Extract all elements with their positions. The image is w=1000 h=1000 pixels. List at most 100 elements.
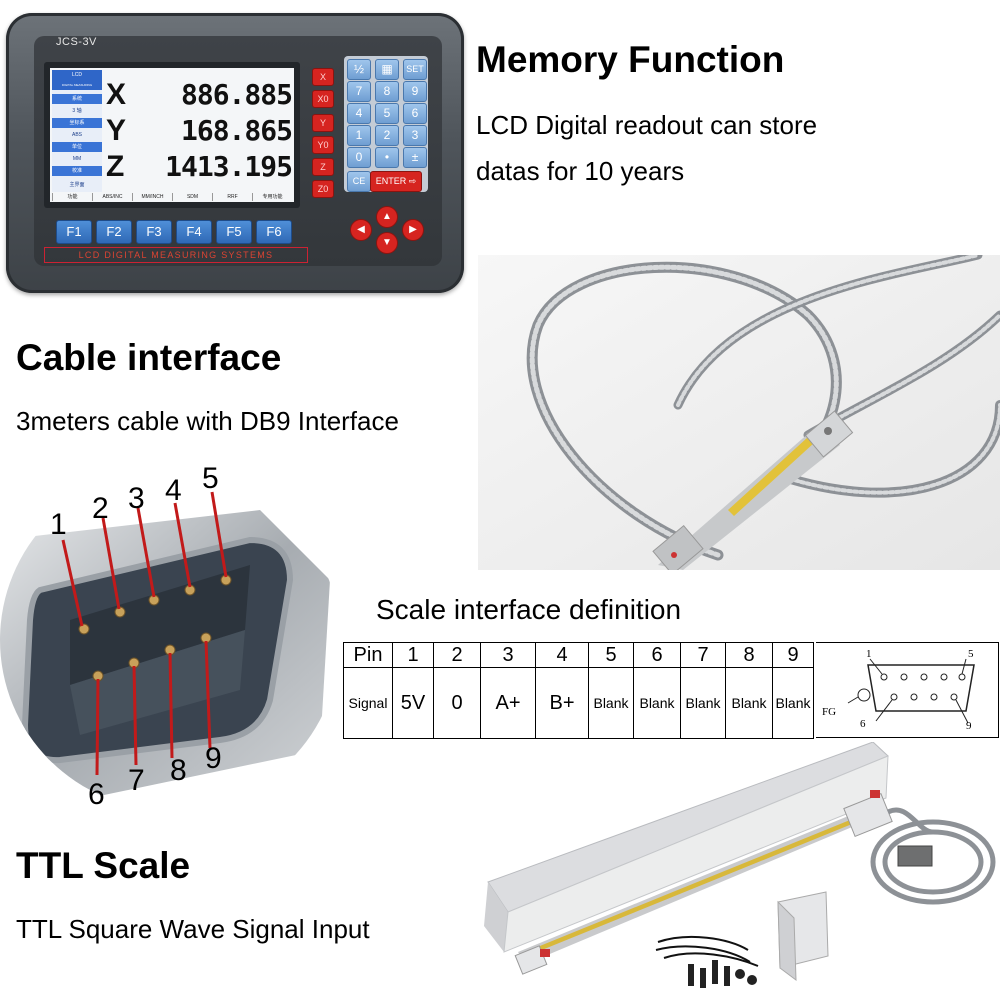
set-key[interactable]: SET	[403, 59, 427, 80]
f1-key[interactable]: F1	[56, 220, 92, 244]
pin-header: Pin	[343, 642, 393, 668]
pin-cell: 8	[725, 642, 773, 668]
softkey-label: 功能	[52, 193, 92, 201]
ttl-heading: TTL Scale	[16, 845, 191, 886]
pin-cell: 3	[480, 642, 536, 668]
diagram-pin-label: 9	[966, 720, 972, 732]
memory-heading: Memory Function	[476, 39, 785, 80]
signal-cell: A+	[480, 667, 536, 739]
ttl-text: TTL Square Wave Signal Input	[16, 914, 370, 944]
lcd-menu-item: 校准	[52, 166, 102, 176]
key-9[interactable]: 9	[403, 81, 427, 102]
key-3[interactable]: 3	[403, 125, 427, 146]
signal-cell: 0	[433, 667, 481, 739]
pin-row: Pin 1 2 3 4 5 6 7 8 9	[343, 642, 814, 668]
key-8[interactable]: 8	[375, 81, 399, 102]
signal-cell: Blank	[772, 667, 814, 739]
pin-cell: 7	[680, 642, 726, 668]
key-1[interactable]: 1	[347, 125, 371, 146]
device-model: JCS-3V	[56, 36, 97, 48]
db9-connector-photo	[0, 470, 340, 810]
decimal-key[interactable]: •	[375, 147, 399, 168]
axis-value-x: 886.885	[180, 78, 293, 111]
f6-key[interactable]: F6	[256, 220, 292, 244]
diagram-pin-label: 6	[860, 718, 866, 730]
signal-row: Signal 5V 0 A+ B+ Blank Blank Blank Blan…	[343, 667, 814, 739]
connector-pin-label: 6	[88, 778, 105, 811]
key-4[interactable]: 4	[347, 103, 371, 124]
key-7[interactable]: 7	[347, 81, 371, 102]
axis-value-y: 168.865	[180, 114, 293, 147]
softkey-label: MM/INCH	[132, 193, 172, 201]
diagram-pin-label: 1	[866, 648, 872, 660]
connector-pin-label: 7	[128, 764, 145, 797]
pin-definition-table: Pin 1 2 3 4 5 6 7 8 9 Signal 5V 0 A+ B+ …	[343, 642, 814, 739]
axis-label-y: Y	[106, 114, 127, 147]
key-2[interactable]: 2	[375, 125, 399, 146]
axis-zero-key-y[interactable]: Y0	[312, 136, 334, 154]
softkey-label: ABS/INC	[92, 193, 132, 201]
connector-pin-label: 9	[205, 742, 222, 775]
fg-label: FG	[822, 706, 837, 718]
axis-zero-key-z[interactable]: Z0	[312, 180, 334, 198]
enter-label: ENTER	[375, 176, 407, 186]
lcd-menu-item: 系统	[52, 94, 102, 104]
connector-pin-label: 8	[170, 754, 187, 787]
softkey-label: SDM	[172, 193, 212, 201]
connector-pin-label: 2	[92, 492, 109, 525]
arrow-up-icon[interactable]: ▲	[376, 206, 398, 228]
key-5[interactable]: 5	[375, 103, 399, 124]
cable-text: 3meters cable with DB9 Interface	[16, 406, 399, 436]
signal-cell: Blank	[725, 667, 773, 739]
enter-key[interactable]: ENTER ⇨	[370, 171, 422, 192]
lcd-menu-item: LCD	[52, 70, 102, 80]
key-0[interactable]: 0	[347, 147, 371, 168]
enter-arrow-icon: ⇨	[406, 176, 417, 186]
ttl-scale-photo	[478, 742, 1000, 1000]
half-key[interactable]: ½	[347, 59, 371, 80]
f5-key[interactable]: F5	[216, 220, 252, 244]
key-6[interactable]: 6	[403, 103, 427, 124]
axis-label-z: Z	[106, 150, 125, 183]
lcd-menu-item: DIGITAL MEASURING	[52, 80, 102, 90]
lcd-menu-item: 3 轴	[72, 108, 82, 114]
arrow-right-icon[interactable]: ▶	[402, 219, 424, 241]
pin-cell: 5	[588, 642, 634, 668]
arrow-pad: ▲ ◀ ▶ ▼	[348, 206, 424, 254]
pin-cell: 9	[772, 642, 814, 668]
signal-cell: Blank	[680, 667, 726, 739]
connector-pin-label: 3	[128, 482, 145, 515]
pin-cell: 6	[633, 642, 681, 668]
connector-pin-label: 4	[165, 474, 182, 507]
axis-key-x[interactable]: X	[312, 68, 334, 86]
f2-key[interactable]: F2	[96, 220, 132, 244]
axis-zero-key-x[interactable]: X0	[312, 90, 334, 108]
signal-cell: B+	[535, 667, 589, 739]
cable-photo	[478, 255, 1000, 570]
signal-cell: 5V	[392, 667, 434, 739]
pin-cell: 2	[433, 642, 481, 668]
axis-key-z[interactable]: Z	[312, 158, 334, 176]
pin-cell: 4	[535, 642, 589, 668]
lcd-menu-item: ABS	[71, 132, 82, 138]
pin-cell: 1	[392, 642, 434, 668]
scale-interface-title: Scale interface definition	[376, 594, 682, 625]
signal-cell: Blank	[633, 667, 681, 739]
arrow-down-icon[interactable]: ▼	[376, 232, 398, 254]
cable-heading: Cable interface	[16, 337, 282, 378]
lcd-menu-item: 主界面	[69, 182, 85, 188]
lcd-menu-item: MM	[72, 156, 82, 162]
axis-key-y[interactable]: Y	[312, 114, 334, 132]
lcd-menu-item: 单位	[52, 142, 102, 152]
f4-key[interactable]: F4	[176, 220, 212, 244]
clear-key[interactable]: CE	[347, 171, 371, 192]
sign-key[interactable]: ±	[403, 147, 427, 168]
connector-pin-label: 1	[50, 508, 67, 541]
memory-line-2: datas for 10 years	[476, 156, 685, 186]
device-brand-strip: LCD DIGITAL MEASURING SYSTEMS	[44, 247, 308, 263]
lcd-softkey-labels: 功能 ABS/INC MM/INCH SDM RRF 专用功能	[52, 193, 292, 201]
arrow-left-icon[interactable]: ◀	[350, 219, 372, 241]
calculator-key[interactable]: ▦	[375, 59, 399, 80]
memory-line-1: LCD Digital readout can store	[476, 110, 818, 140]
f3-key[interactable]: F3	[136, 220, 172, 244]
